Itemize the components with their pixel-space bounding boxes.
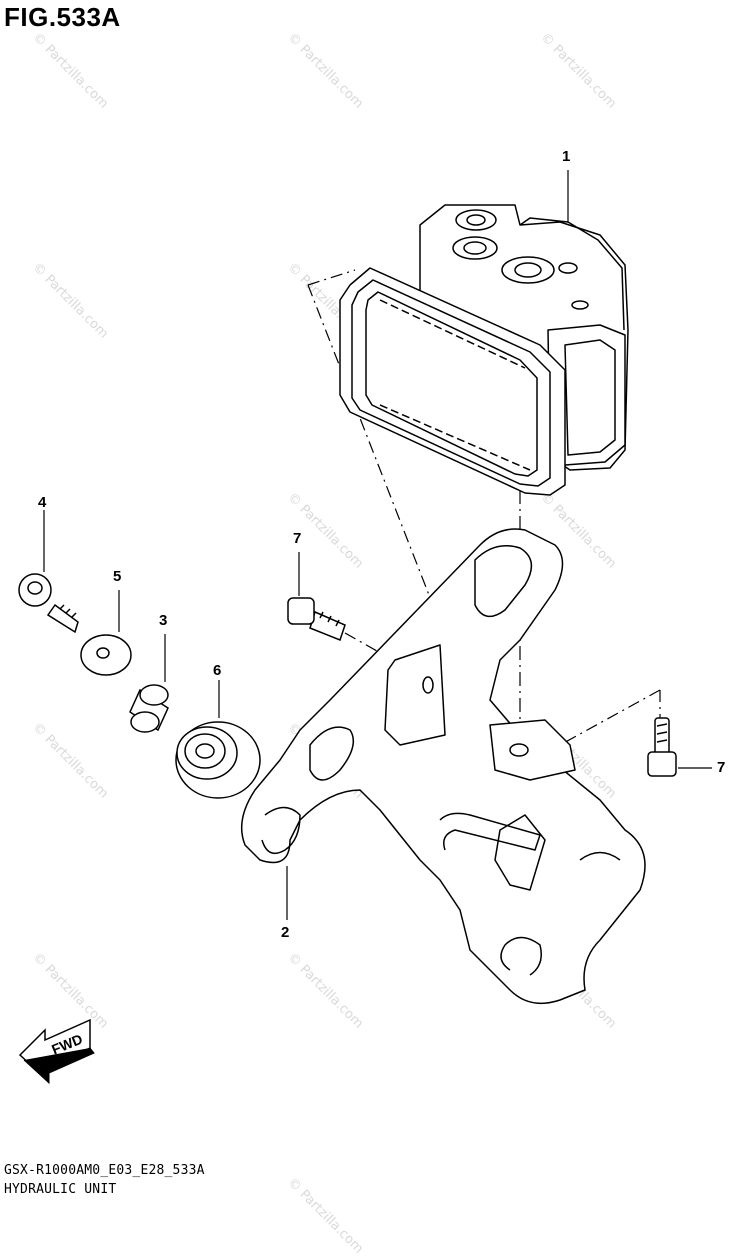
- callout-part-2: 2: [281, 924, 290, 941]
- callout-part-6: 6: [213, 662, 222, 679]
- model-code: GSX-R1000AM0_E03_E28_533A: [4, 1163, 205, 1178]
- bolt-part-7a: [287, 597, 346, 641]
- hydraulic-unit-part-1: [339, 204, 629, 496]
- callout-part-7a: 7: [293, 530, 302, 547]
- bracket-part-2: [240, 528, 646, 1005]
- parts-diagram: FWD: [18, 170, 712, 1085]
- fwd-arrow-icon: FWD: [18, 1018, 95, 1085]
- leader-line-1-dashed-b: [307, 269, 356, 286]
- grommet-part-6: [175, 721, 261, 799]
- callout-part-5: 5: [113, 568, 122, 585]
- callout-part-7b: 7: [717, 759, 726, 776]
- leader-line-7b-dashed: [559, 689, 661, 746]
- figure-title: FIG.533A: [4, 2, 121, 32]
- callout-part-4: 4: [38, 494, 47, 511]
- diagram-caption: HYDRAULIC UNIT: [4, 1182, 117, 1197]
- bolt-part-7b: [647, 717, 677, 777]
- bolt-part-4: [18, 573, 79, 634]
- callout-part-1: 1: [562, 148, 571, 165]
- collar-part-3: [129, 684, 169, 733]
- washer-part-5: [80, 634, 132, 676]
- callout-part-3: 3: [159, 612, 168, 629]
